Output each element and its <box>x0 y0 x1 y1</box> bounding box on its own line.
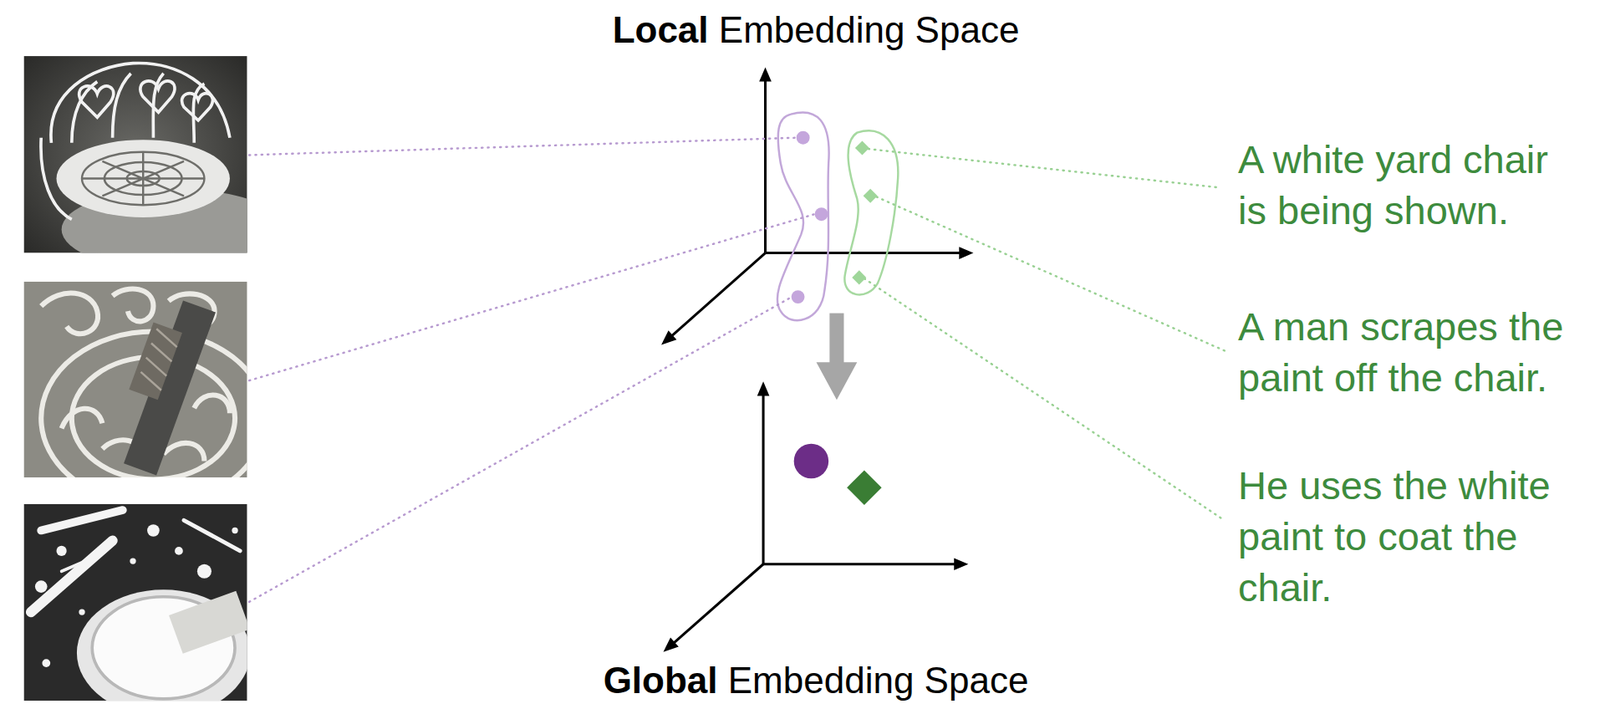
caption-sentence: A white yard chair is being shown. <box>1238 133 1573 236</box>
video-frame <box>23 56 247 253</box>
video-frame <box>23 504 247 701</box>
caption-sentence: He uses the white paint to coat the chai… <box>1238 459 1596 613</box>
caption-sentence: A man scrapes the paint off the chair. <box>1238 300 1596 403</box>
video-frame <box>23 281 247 478</box>
pooling-arrow <box>816 313 858 401</box>
video-points <box>791 131 829 304</box>
text-points <box>851 140 878 285</box>
video-cluster <box>777 112 830 321</box>
local-axes <box>667 75 965 340</box>
text-embedding <box>846 469 882 505</box>
video-embedding <box>794 443 829 479</box>
global-axes <box>669 389 961 647</box>
space-title: Local Embedding Space <box>612 6 1020 54</box>
text-cluster <box>844 130 898 295</box>
leader-lines <box>249 137 1228 602</box>
space-title: Global Embedding Space <box>603 657 1030 704</box>
